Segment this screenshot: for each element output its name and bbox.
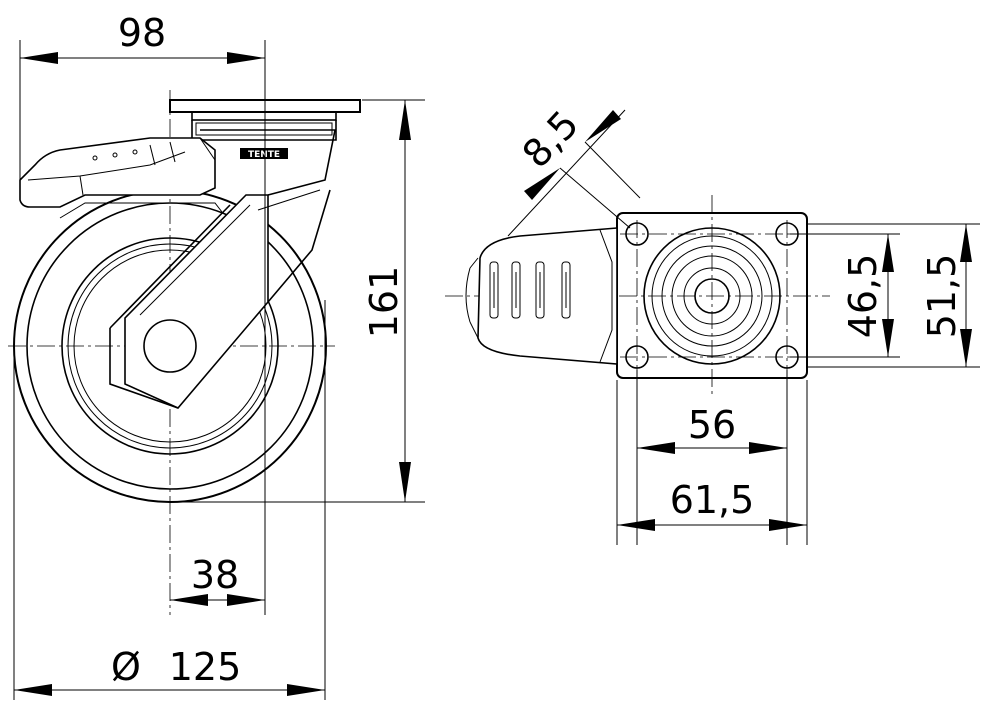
dimension-161: 161 [362, 100, 411, 502]
top-view: 56 61,5 46,5 51,5 [445, 102, 980, 545]
dimension-46-5: 46,5 [841, 234, 894, 357]
dimension-98: 98 [20, 11, 265, 64]
swivel-housing [643, 227, 781, 365]
dimension-98-label: 98 [118, 11, 166, 55]
dimension-161-label: 161 [362, 266, 406, 339]
dimension-51-5: 51,5 [920, 224, 972, 367]
brake-pedal [19, 137, 223, 219]
dimension-51-5-label: 51,5 [920, 254, 964, 339]
dimension-46-5-label: 46,5 [841, 254, 885, 339]
brake-pedal-top [465, 227, 618, 365]
brand-mark-text: TENTE [248, 150, 280, 160]
dimension-diameter-125: Ø 125 [14, 645, 325, 696]
dimension-125-label: 125 [169, 645, 242, 689]
dimension-38-label: 38 [191, 553, 239, 597]
swivel-fork [109, 129, 336, 409]
dimension-8-5-label: 8,5 [514, 102, 587, 176]
dimension-56-label: 56 [688, 403, 736, 447]
dimension-61-5: 61,5 [617, 478, 807, 531]
side-view: TENTE 98 [8, 11, 425, 700]
diameter-symbol: Ø [111, 645, 141, 689]
dimension-56: 56 [637, 403, 787, 454]
dimension-8-5: 8,5 [507, 102, 641, 237]
dimension-38: 38 [170, 553, 265, 606]
brand-label: TENTE [240, 148, 288, 160]
dimension-61-5-label: 61,5 [670, 478, 755, 522]
